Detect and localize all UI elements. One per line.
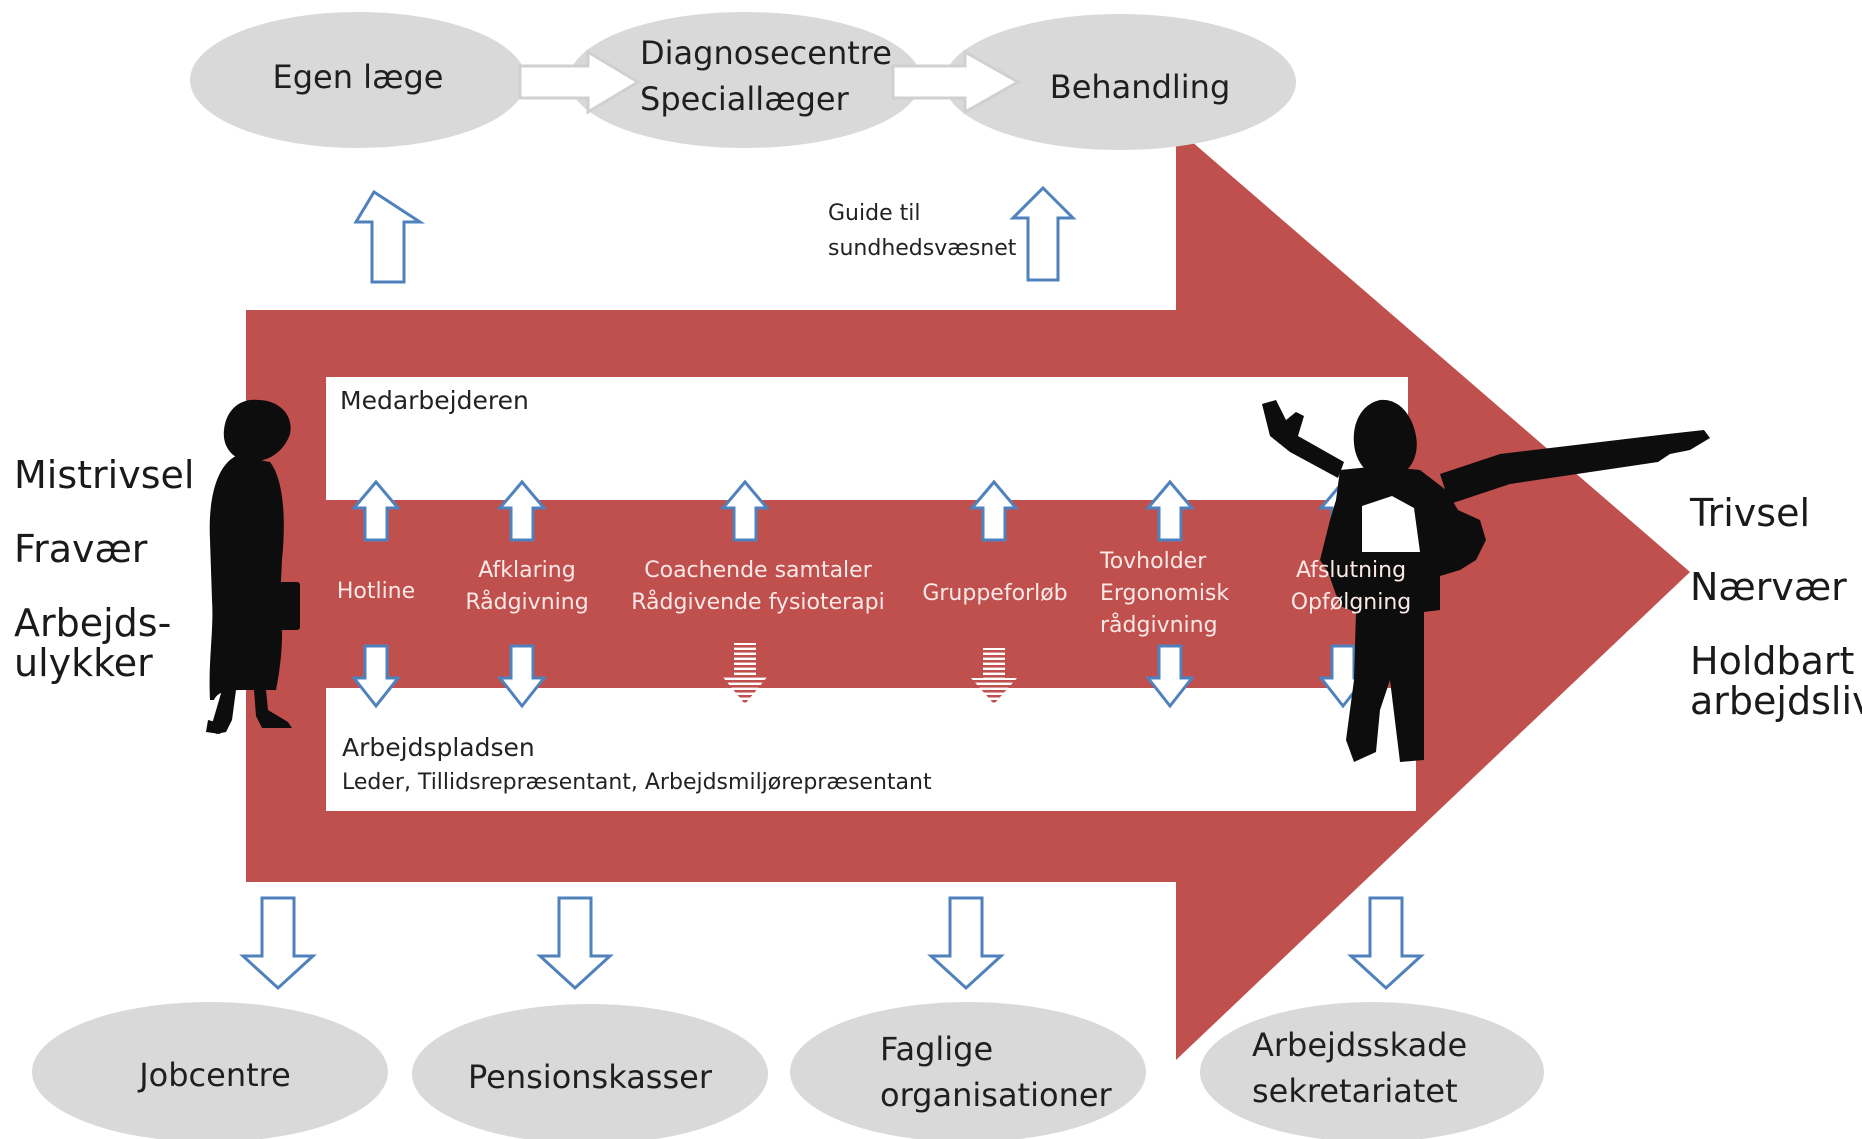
right-state-list: Trivsel Nærvær Holdbart arbejdsliv — [1690, 491, 1862, 723]
up-arrow-egen-laege — [353, 189, 426, 284]
employee-lane — [326, 377, 1408, 500]
down-arrow-tovholder — [1144, 644, 1196, 709]
step-gruppeforloeb: Gruppeforløb — [910, 578, 1080, 610]
left-state-mistrivsel: Mistrivsel — [14, 453, 195, 497]
step-line: Tovholder — [1100, 549, 1207, 574]
oval-arbejdsskade — [1200, 1002, 1544, 1139]
oval-text-line: sekretariatet — [1252, 1072, 1458, 1111]
main-process-arrow — [246, 128, 1690, 1060]
step-down-arrows — [350, 643, 1369, 709]
step-up-arrows — [350, 479, 1369, 542]
oval-label-diagnosecentre: Diagnosecentre Speciallæger — [600, 30, 940, 123]
down-arrow-pensionskasser — [536, 896, 614, 991]
oval-text-line: Pensionskasser — [468, 1058, 712, 1096]
oval-label-pensionskasser: Pensionskasser — [460, 1054, 720, 1100]
oval-pensionskasser — [412, 1004, 768, 1139]
left-state-ulykker: ulykker — [14, 640, 153, 685]
step-line: Ergonomisk — [1100, 580, 1230, 606]
oval-label-jobcentre: Jobcentre — [80, 1052, 350, 1098]
step-line: Opfølgning — [1290, 589, 1412, 615]
workplace-lane-title: Arbejdspladsen — [342, 733, 535, 762]
workplace-lane-subtitle: Leder, Tillidsrepræsentant, Arbejdsmiljø… — [342, 770, 932, 795]
employee-lane-title: Medarbejderen — [340, 386, 529, 415]
right-state-naervaer: Nærvær — [1690, 564, 1847, 609]
down-arrow-arbejdsskade — [1347, 896, 1425, 991]
oval-label-faglige: Faglige organisationer — [880, 1026, 1120, 1119]
down-arrow-faglige — [927, 896, 1005, 991]
oval-diagnosecentre — [569, 12, 921, 148]
up-arrow-afklaring — [496, 479, 548, 542]
guide-label-line: sundhedsvæsnet — [828, 236, 1017, 262]
step-line: Rådgivende fysioterapi — [631, 589, 885, 615]
step-line: Coachende samtaler — [644, 558, 872, 583]
right-state-trivsel: Trivsel — [1690, 491, 1811, 535]
up-arrow-coaching — [719, 479, 771, 542]
step-hotline: Hotline — [326, 576, 426, 608]
step-afslutning: Afslutning Opfølgning — [1286, 555, 1416, 619]
oval-text-line: Egen læge — [272, 58, 444, 96]
right-state-arbejdsliv: arbejdsliv — [1690, 678, 1862, 723]
step-line: Gruppeforløb — [922, 581, 1068, 606]
left-state-arbejds: Arbejds- — [14, 600, 172, 645]
step-coaching: Coachende samtaler Rådgivende fysioterap… — [628, 555, 888, 619]
oval-jobcentre — [32, 1002, 388, 1139]
step-afklaring: Afklaring Rådgivning — [462, 555, 592, 619]
left-state-fravaer: Fravær — [14, 526, 148, 571]
step-line: Afklaring — [478, 558, 576, 583]
step-line: Rådgivning — [465, 589, 589, 615]
down-arrow-jobcentre — [239, 896, 317, 991]
sad-woman-silhouette-icon — [206, 399, 300, 734]
step-line: rådgivning — [1100, 612, 1218, 638]
workplace-lane — [326, 688, 1416, 811]
oval-label-arbejdsskade: Arbejdsskade sekretariatet — [1252, 1022, 1492, 1115]
down-arrow-coaching — [722, 643, 768, 704]
oval-label-egen-laege: Egen læge — [230, 54, 486, 100]
up-arrow-behandling — [1009, 185, 1077, 282]
oval-egen-laege — [190, 12, 526, 148]
oval-faglige — [790, 1002, 1146, 1139]
step-line: Afslutning — [1295, 558, 1407, 583]
oval-text-line: organisationer — [880, 1076, 1112, 1115]
oval-text-line: Diagnosecentre — [640, 34, 892, 72]
oval-behandling — [944, 14, 1296, 150]
oval-text-line: Speciallæger — [640, 80, 849, 119]
left-state-list: Mistrivsel Fravær Arbejds- ulykker — [14, 453, 195, 685]
oval-text-line: Behandling — [1049, 68, 1231, 106]
happy-woman-silhouette-icon — [1262, 399, 1710, 762]
up-arrow-tovholder — [1144, 479, 1196, 542]
right-state-holdbart: Holdbart — [1690, 638, 1855, 683]
up-arrow-hotline — [350, 479, 402, 542]
bottom-down-arrows — [239, 896, 1425, 991]
guide-label: Guide til sundhedsvæsnet — [828, 196, 1016, 266]
down-arrow-afklaring — [496, 644, 548, 709]
down-arrow-gruppe — [971, 648, 1017, 704]
oval-text-line: Faglige — [880, 1030, 994, 1068]
connector-arrow-1 — [518, 49, 641, 115]
guide-label-line: Guide til — [828, 201, 921, 226]
down-arrow-hotline — [350, 644, 402, 709]
oval-text-line: Arbejdsskade — [1252, 1026, 1468, 1064]
up-arrow-gruppe — [968, 479, 1020, 542]
step-line: Hotline — [336, 579, 416, 604]
step-tovholder: Tovholder Ergonomisk rådgivning — [1100, 546, 1250, 642]
connector-arrow-2 — [891, 49, 1022, 115]
oval-label-behandling: Behandling — [1020, 64, 1260, 110]
oval-text-line: Jobcentre — [139, 1056, 291, 1094]
